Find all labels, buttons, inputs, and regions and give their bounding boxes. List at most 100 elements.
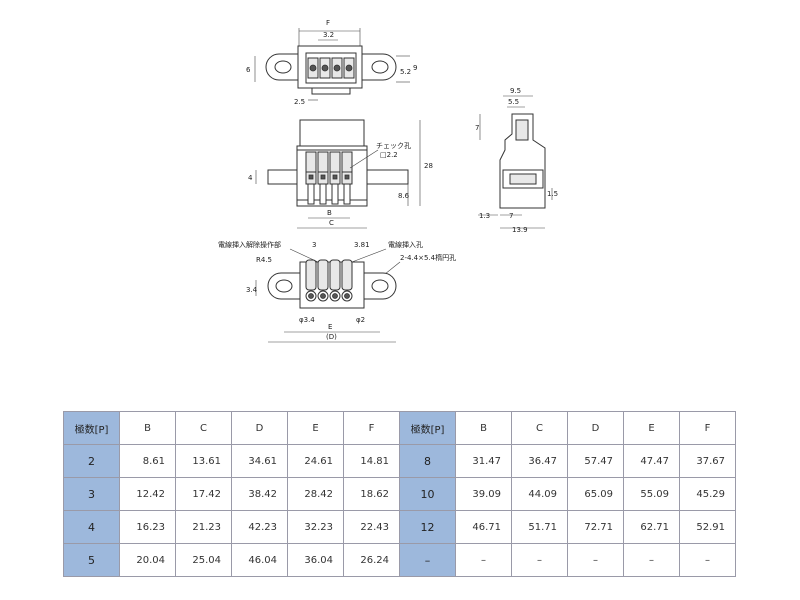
dim-F-top: F bbox=[326, 19, 330, 27]
header-D-right: D bbox=[567, 411, 624, 445]
value-F: 14.81 bbox=[343, 444, 400, 478]
value-D: 34.61 bbox=[231, 444, 288, 478]
value-D: 38.42 bbox=[231, 477, 288, 511]
header-D-left: D bbox=[231, 411, 288, 445]
value-F: 52.91 bbox=[679, 510, 736, 544]
value-B: 39.09 bbox=[455, 477, 512, 511]
radius-label: R4.5 bbox=[256, 256, 272, 264]
value-E: 47.47 bbox=[623, 444, 680, 478]
value-C: 21.23 bbox=[175, 510, 232, 544]
table-row: 5 20.04 25.04 46.04 36.04 26.24 – – – – … bbox=[63, 543, 736, 577]
value-E: 24.61 bbox=[287, 444, 344, 478]
value-B: – bbox=[455, 543, 512, 577]
pole-cell: 3 bbox=[63, 477, 120, 511]
dim-8-6: 8.6 bbox=[398, 192, 410, 200]
header-E-left: E bbox=[287, 411, 344, 445]
value-E: 28.42 bbox=[287, 477, 344, 511]
value-E: 36.04 bbox=[287, 543, 344, 577]
value-B: 8.61 bbox=[119, 444, 176, 478]
value-D: 57.47 bbox=[567, 444, 624, 478]
pole-cell: – bbox=[399, 543, 456, 577]
header-C-right: C bbox=[511, 411, 568, 445]
front-view: チェック孔 □2.2 4 28 8.6 B C bbox=[248, 119, 433, 229]
dim-4: 4 bbox=[248, 174, 253, 182]
dim-5-2: 5.2 bbox=[400, 68, 411, 76]
value-B: 16.23 bbox=[119, 510, 176, 544]
value-E: 62.71 bbox=[623, 510, 680, 544]
dim-3-bottom: 3 bbox=[312, 241, 316, 249]
value-B: 46.71 bbox=[455, 510, 512, 544]
side-view: 9.5 5.5 7 1.5 1.3 7 13.9 bbox=[475, 87, 558, 234]
table-row: 2 8.61 13.61 34.61 24.61 14.81 8 31.47 3… bbox=[63, 444, 736, 478]
value-D: 46.04 bbox=[231, 543, 288, 577]
dim-7b: 7 bbox=[509, 212, 513, 220]
pole-cell: 5 bbox=[63, 543, 120, 577]
check-hole-label: チェック孔 bbox=[376, 142, 411, 150]
value-F: 37.67 bbox=[679, 444, 736, 478]
phi-3-4-label: φ3.4 bbox=[299, 316, 315, 324]
value-C: 36.47 bbox=[511, 444, 568, 478]
dim-3-81: 3.81 bbox=[354, 241, 370, 249]
value-E: 32.23 bbox=[287, 510, 344, 544]
dim-6: 6 bbox=[246, 66, 251, 74]
dim-3-2: 3.2 bbox=[323, 31, 334, 39]
value-E: – bbox=[623, 543, 680, 577]
connector-technical-drawing: F 3.2 6 5.2 9 2.5 bbox=[218, 19, 558, 343]
dim-9: 9 bbox=[413, 64, 417, 72]
table-row: 3 12.42 17.42 38.42 28.42 18.62 10 39.09… bbox=[63, 477, 736, 511]
value-F: 45.29 bbox=[679, 477, 736, 511]
dim-5-5: 5.5 bbox=[508, 98, 519, 106]
phi-2-label: φ2 bbox=[356, 316, 365, 324]
dim-28: 28 bbox=[424, 162, 433, 170]
value-F: 22.43 bbox=[343, 510, 400, 544]
value-F: – bbox=[679, 543, 736, 577]
value-C: 17.42 bbox=[175, 477, 232, 511]
table-row: 4 16.23 21.23 42.23 32.23 22.43 12 46.71… bbox=[63, 510, 736, 544]
value-F: 26.24 bbox=[343, 543, 400, 577]
value-D: – bbox=[567, 543, 624, 577]
value-C: 44.09 bbox=[511, 477, 568, 511]
dim-13-9: 13.9 bbox=[512, 226, 528, 234]
header-E-right: E bbox=[623, 411, 680, 445]
header-B-right: B bbox=[455, 411, 512, 445]
value-B: 20.04 bbox=[119, 543, 176, 577]
dim-E: E bbox=[328, 323, 332, 331]
header-pole-right: 極数[P] bbox=[399, 411, 456, 445]
value-B: 31.47 bbox=[455, 444, 512, 478]
header-F-left: F bbox=[343, 411, 400, 445]
pole-cell: 4 bbox=[63, 510, 120, 544]
value-D: 42.23 bbox=[231, 510, 288, 544]
dim-1-5: 1.5 bbox=[547, 190, 558, 198]
release-label: 電線挿入解除操作部 bbox=[218, 240, 281, 249]
pole-cell: 12 bbox=[399, 510, 456, 544]
dim-B: B bbox=[327, 209, 332, 217]
header-F-right: F bbox=[679, 411, 736, 445]
wire-hole-label: 電線挿入孔 bbox=[388, 240, 423, 249]
check-hole-size: □2.2 bbox=[380, 151, 398, 159]
dim-9-5: 9.5 bbox=[510, 87, 521, 95]
dim-D: (D) bbox=[326, 333, 337, 341]
header-C-left: C bbox=[175, 411, 232, 445]
value-C: 51.71 bbox=[511, 510, 568, 544]
dimension-table: 極数[P] B C D E F 極数[P] B C D E F 2 8.61 1… bbox=[63, 411, 736, 577]
value-C: – bbox=[511, 543, 568, 577]
pole-cell: 2 bbox=[63, 444, 120, 478]
value-D: 72.71 bbox=[567, 510, 624, 544]
dim-3-4: 3.4 bbox=[246, 286, 258, 294]
table-header-row: 極数[P] B C D E F 極数[P] B C D E F bbox=[63, 411, 736, 445]
bottom-view: 電線挿入解除操作部 電線挿入孔 2-4.4×5.4楕円孔 3 3.81 R4.5… bbox=[218, 240, 456, 343]
top-view: F 3.2 6 5.2 9 2.5 bbox=[246, 19, 417, 106]
pole-cell: 10 bbox=[399, 477, 456, 511]
mount-hole-label: 2-4.4×5.4楕円孔 bbox=[400, 253, 456, 262]
dim-1-3: 1.3 bbox=[479, 212, 490, 220]
dim-C: C bbox=[329, 219, 334, 227]
dim-7a: 7 bbox=[475, 124, 479, 132]
value-F: 18.62 bbox=[343, 477, 400, 511]
value-C: 13.61 bbox=[175, 444, 232, 478]
header-pole-left: 極数[P] bbox=[63, 411, 120, 445]
pole-cell: 8 bbox=[399, 444, 456, 478]
value-E: 55.09 bbox=[623, 477, 680, 511]
header-B-left: B bbox=[119, 411, 176, 445]
value-B: 12.42 bbox=[119, 477, 176, 511]
value-C: 25.04 bbox=[175, 543, 232, 577]
